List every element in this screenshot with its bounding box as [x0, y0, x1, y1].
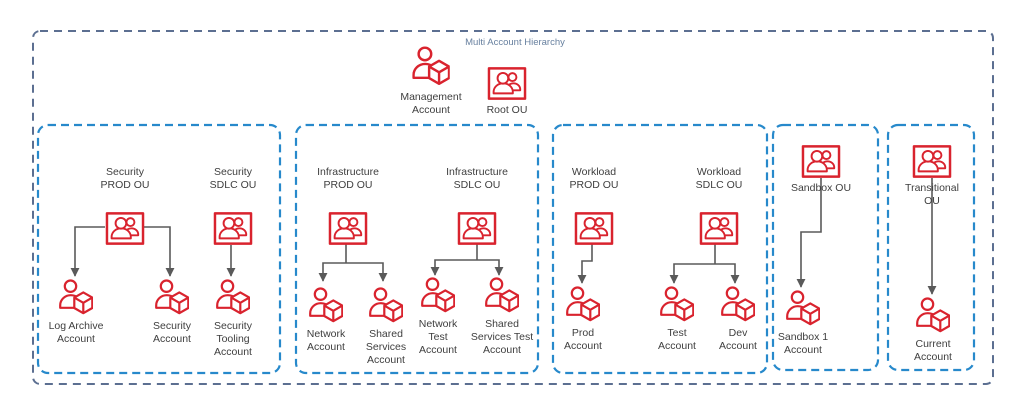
edge-workload-sdlc-to-test [669, 263, 715, 284]
outer-hierarchy-box [32, 30, 994, 385]
transitional-group-box [886, 123, 976, 372]
sandbox-group-box [771, 123, 880, 372]
edge-workload-prod-to-prod [577, 244, 593, 284]
edge-sandbox-to-sandbox1 [796, 178, 822, 288]
workload-group-box [551, 123, 769, 375]
edge-infra-sdlc-to-shared-services-test [477, 259, 504, 276]
edge-security-prod-to-security [142, 226, 175, 277]
security-group-box [36, 123, 282, 375]
edge-workload-sdlc-to-dev [715, 263, 740, 284]
diagram-title: Multi Account Hierarchy [465, 37, 565, 48]
edge-infra-prod-to-shared-services [346, 262, 388, 282]
edge-security-prod-to-log-archive [70, 226, 105, 277]
edge-infra-sdlc-to-network-test [430, 259, 477, 276]
edge-infra-prod-to-network [318, 262, 346, 282]
connector-lines [70, 178, 937, 295]
infrastructure-group-box [294, 123, 540, 375]
